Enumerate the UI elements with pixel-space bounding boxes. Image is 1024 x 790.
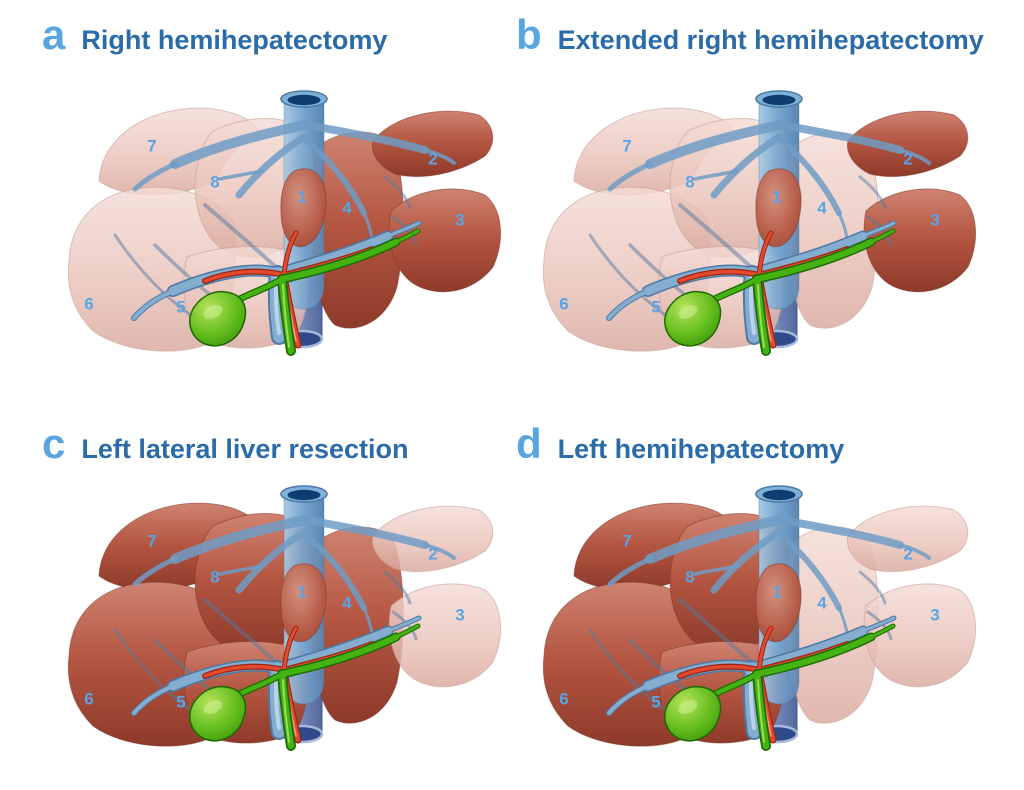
- segment-label-7: 7: [622, 136, 632, 156]
- segment-label-7: 7: [622, 531, 632, 551]
- segment-label-8: 8: [685, 172, 695, 192]
- panel-b-letter: b: [516, 11, 542, 58]
- segment-label-6: 6: [559, 294, 569, 314]
- segment-label-7: 7: [147, 531, 157, 551]
- panel-c-liver: 1 2 3 4 5 6 7 8: [55, 480, 505, 770]
- liver-diagram: [55, 85, 505, 375]
- panel-a: a Right hemihepatectomy 1 2 3 4 5 6 7 8: [0, 0, 512, 395]
- segment-label-6: 6: [84, 689, 94, 709]
- segment-label-5: 5: [651, 297, 661, 317]
- segment-label-1: 1: [772, 582, 782, 602]
- segment-label-4: 4: [342, 593, 352, 613]
- panel-b-title: Extended right hemihepatectomy: [557, 25, 984, 55]
- segment-label-3: 3: [930, 210, 940, 230]
- segment-label-7: 7: [147, 136, 157, 156]
- panel-a-header: a Right hemihepatectomy: [42, 14, 387, 56]
- segment-label-3: 3: [455, 210, 465, 230]
- panel-b-liver: 1 2 3 4 5 6 7 8: [530, 85, 980, 375]
- segment-label-5: 5: [176, 297, 186, 317]
- panel-a-letter: a: [42, 11, 66, 58]
- panel-d-letter: d: [516, 420, 542, 467]
- liver-diagram: [530, 480, 980, 770]
- liver-diagram: [55, 480, 505, 770]
- segment-label-4: 4: [817, 593, 827, 613]
- panel-c-header: c Left lateral liver resection: [42, 423, 409, 465]
- panel-a-liver: 1 2 3 4 5 6 7 8: [55, 85, 505, 375]
- segment-label-8: 8: [210, 567, 220, 587]
- segment-label-4: 4: [342, 198, 352, 218]
- panel-d-header: d Left hemihepatectomy: [516, 423, 844, 465]
- panel-c-title: Left lateral liver resection: [81, 434, 409, 464]
- segment-label-1: 1: [772, 187, 782, 207]
- panel-d: d Left hemihepatectomy 1 2 3 4 5 6 7 8: [512, 395, 1024, 790]
- panel-b: b Extended right hemihepatectomy 1 2 3 4…: [512, 0, 1024, 395]
- panel-c: c Left lateral liver resection 1 2 3 4 5…: [0, 395, 512, 790]
- segment-label-2: 2: [903, 149, 913, 169]
- segment-label-5: 5: [176, 692, 186, 712]
- liver-diagram: [530, 85, 980, 375]
- segment-label-2: 2: [428, 544, 438, 564]
- segment-label-1: 1: [297, 187, 307, 207]
- panel-b-header: b Extended right hemihepatectomy: [516, 14, 984, 56]
- panel-d-liver: 1 2 3 4 5 6 7 8: [530, 480, 980, 770]
- panel-a-title: Right hemihepatectomy: [81, 25, 388, 55]
- segment-label-2: 2: [903, 544, 913, 564]
- segment-label-8: 8: [210, 172, 220, 192]
- segment-label-1: 1: [297, 582, 307, 602]
- segment-label-8: 8: [685, 567, 695, 587]
- segment-label-2: 2: [428, 149, 438, 169]
- segment-label-6: 6: [559, 689, 569, 709]
- segment-label-3: 3: [930, 605, 940, 625]
- segment-label-3: 3: [455, 605, 465, 625]
- panel-d-title: Left hemihepatectomy: [557, 434, 845, 464]
- segment-label-6: 6: [84, 294, 94, 314]
- segment-label-4: 4: [817, 198, 827, 218]
- panel-c-letter: c: [42, 420, 66, 467]
- segment-label-5: 5: [651, 692, 661, 712]
